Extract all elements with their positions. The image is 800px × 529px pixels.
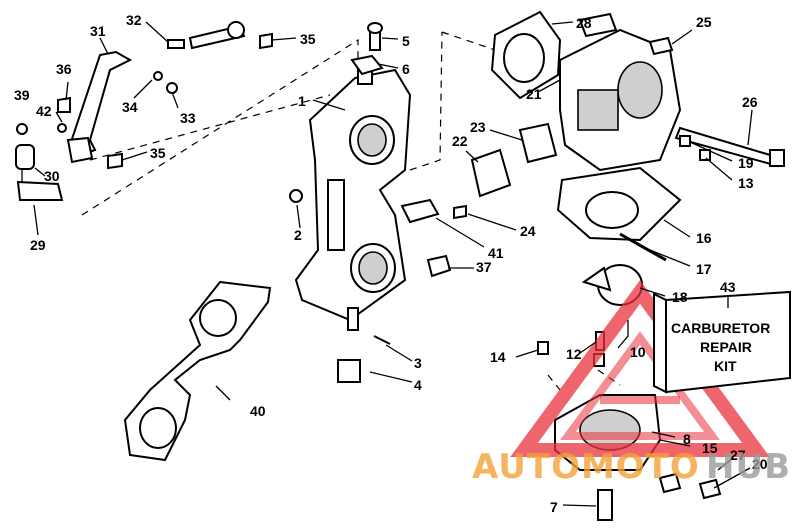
callout-29: 29 — [30, 237, 46, 253]
callout-21: 21 — [526, 86, 542, 102]
repair-kit-box: CARBURETOR REPAIR KIT — [653, 290, 791, 394]
callout-26: 26 — [742, 94, 758, 110]
throttle-body-housing — [559, 12, 682, 172]
callout-24: 24 — [520, 223, 536, 239]
callout-40: 40 — [250, 403, 266, 419]
watermark-text: AUTOMOTO HUB — [472, 447, 791, 487]
callout-6: 6 — [402, 61, 410, 77]
callout-15: 15 — [702, 440, 718, 456]
callout-13: 13 — [738, 175, 754, 191]
callout-35a: 35 — [300, 31, 316, 47]
callout-20: 20 — [752, 456, 768, 472]
leader-lines — [33, 21, 753, 507]
callout-42: 42 — [36, 103, 52, 119]
body-small-parts — [289, 22, 467, 383]
callout-28: 28 — [576, 15, 592, 31]
callout-5: 5 — [402, 33, 410, 49]
callout-8: 8 — [683, 431, 691, 447]
callout-14: 14 — [490, 349, 506, 365]
callout-27: 27 — [730, 447, 746, 463]
callout-7: 7 — [550, 499, 558, 515]
kit-line-2: REPAIR — [700, 339, 752, 355]
bolts — [619, 36, 785, 262]
callout-3: 3 — [414, 355, 422, 371]
watermark-right: HUB — [706, 447, 791, 487]
callout-39: 39 — [14, 87, 30, 103]
callout-22: 22 — [452, 133, 468, 149]
callout-33: 33 — [180, 110, 196, 126]
gaskets — [470, 10, 682, 242]
callout-10: 10 — [630, 344, 646, 360]
callout-18: 18 — [672, 289, 688, 305]
callout-labels: 1 2 3 4 5 6 7 8 10 12 13 14 15 16 17 18 … — [14, 12, 768, 515]
callout-16: 16 — [696, 230, 712, 246]
callout-23: 23 — [470, 119, 486, 135]
callout-1: 1 — [298, 93, 306, 109]
callout-32: 32 — [126, 12, 142, 28]
callout-37: 37 — [476, 259, 492, 275]
callout-30: 30 — [44, 168, 60, 184]
callout-43: 43 — [720, 279, 736, 295]
callout-17: 17 — [696, 261, 712, 277]
intake-gasket — [123, 280, 272, 462]
callout-25: 25 — [696, 14, 712, 30]
kit-line-1: CARBURETOR — [671, 320, 770, 336]
callout-4: 4 — [414, 377, 422, 393]
callout-36: 36 — [56, 61, 72, 77]
callout-34: 34 — [122, 99, 138, 115]
throttle-arm — [15, 50, 133, 201]
linkage-rod — [107, 21, 273, 170]
callout-2: 2 — [294, 227, 302, 243]
callout-31: 31 — [90, 23, 106, 39]
watermark-left: AUTOMOTO — [472, 447, 700, 487]
kit-line-3: KIT — [714, 358, 737, 374]
callout-12: 12 — [566, 346, 582, 362]
callout-19: 19 — [738, 155, 754, 171]
carburetor-body — [294, 65, 412, 331]
callout-41: 41 — [488, 245, 504, 261]
callout-35b: 35 — [150, 145, 166, 161]
